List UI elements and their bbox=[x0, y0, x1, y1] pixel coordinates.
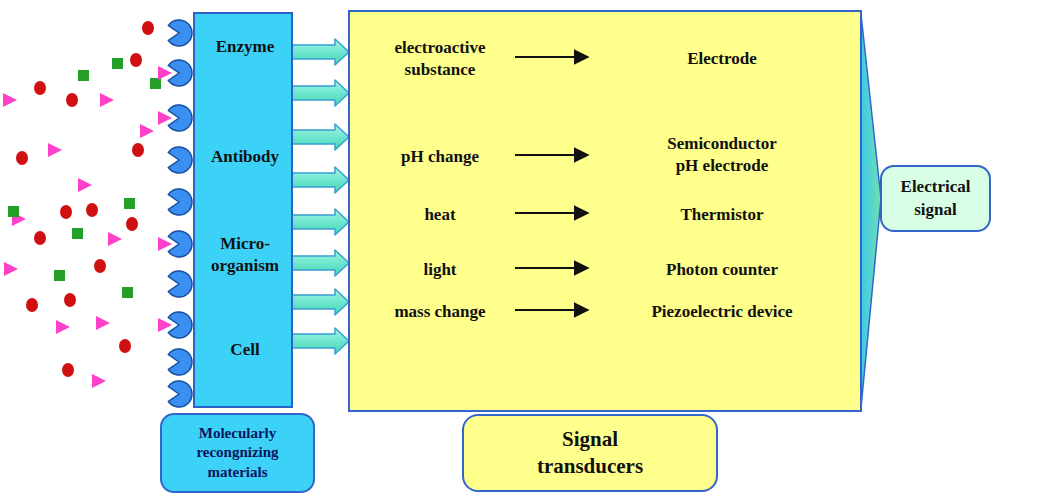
transducer-label: light bbox=[365, 259, 515, 281]
recognition-element: Cell bbox=[200, 339, 290, 361]
red-molecule bbox=[86, 203, 98, 217]
bound-molecule bbox=[158, 318, 172, 332]
bound-molecule bbox=[158, 237, 172, 251]
caption-box: Signal transducers bbox=[462, 414, 718, 492]
text-slot: pH change bbox=[365, 146, 515, 168]
bound-molecule bbox=[158, 111, 172, 125]
block-arrow bbox=[292, 250, 349, 276]
block-arrow bbox=[292, 80, 349, 106]
pink-molecule bbox=[78, 178, 92, 192]
receptor-site bbox=[168, 271, 192, 297]
transducer-label: Piezoelectric device bbox=[607, 301, 837, 323]
text-slot: Piezoelectric device bbox=[607, 301, 837, 323]
transducer-panel: electroactive substance Electrode pH chang… bbox=[348, 10, 862, 412]
pink-molecule bbox=[56, 320, 70, 334]
green-molecule bbox=[150, 78, 161, 89]
conversion-arrow bbox=[515, 212, 588, 214]
recognition-element: Enzyme bbox=[200, 36, 290, 58]
output-label: Electrical signal bbox=[888, 176, 983, 220]
pink-molecule bbox=[96, 316, 110, 330]
transducer-label: Semiconductor pH electrode bbox=[655, 133, 790, 177]
particles bbox=[3, 21, 161, 388]
red-molecule bbox=[26, 298, 38, 312]
text-slot: Semiconductor pH electrode bbox=[655, 133, 790, 177]
caption-label: Signal transducers bbox=[525, 426, 655, 481]
red-molecule bbox=[119, 339, 131, 353]
red-molecule bbox=[64, 293, 76, 307]
pink-molecule bbox=[3, 93, 17, 107]
transducer-label: heat bbox=[365, 204, 515, 226]
text-slot: light bbox=[365, 259, 515, 281]
red-molecule bbox=[16, 151, 28, 165]
receptor-site bbox=[168, 189, 192, 215]
receptors bbox=[168, 20, 192, 407]
transducer-label: pH change bbox=[365, 146, 515, 168]
red-molecule bbox=[66, 93, 78, 107]
block-arrow bbox=[292, 209, 349, 235]
output-arrow bbox=[861, 14, 881, 408]
transducer-label: Photon counter bbox=[607, 259, 837, 281]
red-molecule bbox=[126, 217, 138, 231]
text-slot: Enzyme bbox=[200, 36, 290, 58]
pink-molecule bbox=[4, 262, 18, 276]
transducer-label: electroactive substance bbox=[365, 37, 515, 81]
red-molecule bbox=[130, 53, 142, 67]
block-arrow bbox=[292, 289, 349, 315]
conversion-arrow bbox=[515, 56, 588, 58]
red-molecule bbox=[132, 143, 144, 157]
block-arrow bbox=[292, 39, 349, 65]
text-slot: Thermistor bbox=[607, 204, 837, 226]
red-molecule bbox=[142, 21, 154, 35]
green-molecule bbox=[78, 70, 89, 81]
conversion-arrow bbox=[515, 309, 588, 311]
receptor-site bbox=[168, 381, 192, 407]
transducer-label: Thermistor bbox=[607, 204, 837, 226]
conversion-arrow bbox=[515, 154, 588, 156]
output-box: Electrical signal bbox=[880, 165, 991, 232]
receptor-site bbox=[168, 20, 192, 46]
block-arrow bbox=[292, 328, 349, 354]
pink-molecule bbox=[92, 374, 106, 388]
pink-molecule bbox=[108, 232, 122, 246]
bound-molecules bbox=[158, 66, 172, 332]
green-molecule bbox=[54, 270, 65, 281]
recognition-element: Micro- organism bbox=[200, 233, 290, 277]
red-molecule bbox=[60, 205, 72, 219]
text-slot: Electrode bbox=[607, 48, 837, 70]
green-molecule bbox=[72, 228, 83, 239]
receptor-site bbox=[168, 147, 192, 173]
pink-molecule bbox=[140, 124, 154, 138]
green-molecule bbox=[8, 206, 19, 217]
red-molecule bbox=[62, 363, 74, 377]
text-slot: Micro- organism bbox=[200, 233, 290, 277]
text-slot: mass change bbox=[365, 301, 515, 323]
transducer-label: mass change bbox=[365, 301, 515, 323]
block-arrow bbox=[292, 124, 349, 150]
red-molecule bbox=[34, 231, 46, 245]
recognition-element: Antibody bbox=[200, 146, 290, 168]
pink-molecule bbox=[48, 143, 62, 157]
bound-molecule bbox=[158, 66, 172, 80]
text-slot: Cell bbox=[200, 339, 290, 361]
conversion-arrow bbox=[515, 267, 588, 269]
green-molecule bbox=[122, 287, 133, 298]
recognition-panel: EnzymeAntibodyMicro- organismCell bbox=[193, 12, 293, 408]
text-slot: Antibody bbox=[200, 146, 290, 168]
red-molecule bbox=[34, 81, 46, 95]
text-slot: heat bbox=[365, 204, 515, 226]
pink-molecule bbox=[100, 93, 114, 107]
caption-box: Molecularly recongnizing materials bbox=[160, 413, 315, 493]
green-molecule bbox=[112, 58, 123, 69]
transducer-label: Electrode bbox=[607, 48, 837, 70]
block-arrow bbox=[292, 167, 349, 193]
caption-label: Molecularly recongnizing materials bbox=[178, 424, 298, 483]
receptor-site bbox=[168, 349, 192, 375]
green-molecule bbox=[124, 198, 135, 209]
red-molecule bbox=[94, 259, 106, 273]
text-slot: Photon counter bbox=[607, 259, 837, 281]
text-slot: electroactive substance bbox=[365, 37, 515, 81]
